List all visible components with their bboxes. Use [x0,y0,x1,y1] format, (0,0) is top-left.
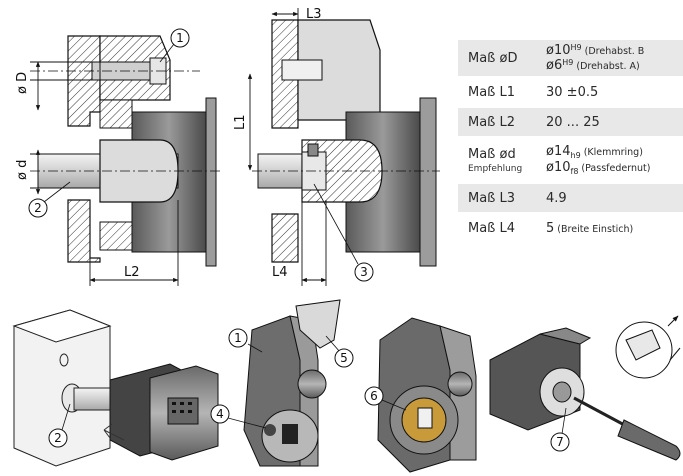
spec-value-main: 4.9 [546,190,567,206]
spec-row: Maß L3 4.9 [458,182,683,213]
spec-value-main: ø14 [546,144,571,159]
callout-5: 5 [325,335,354,368]
callout-1-bottom: 1 [228,328,263,353]
callout-4-label: 4 [216,407,224,421]
callout-3-top: 3 [313,183,374,282]
callout-7: 7 [550,407,570,452]
spec-key-label: Maß L3 [468,190,516,206]
dim-label-d-big: ø D [15,72,30,94]
spec-value-note: (Drehabst. B [581,46,645,57]
spec-key-label: Maß L4 [468,221,516,236]
dimension-lines [30,8,327,286]
spec-key: Maß L2 [458,106,542,137]
spec-row: Maß L1 30 ±0.5 [458,76,683,107]
spec-value-main: ø10 [546,43,571,58]
spec-value: 5 (Breite Einstich) [542,212,683,243]
spec-value-main: ø10 [546,160,571,175]
illustration-housing-bore [377,317,477,473]
spec-key-label: Maß L1 [468,84,516,100]
callout-3-label: 3 [360,265,368,279]
spec-tolerance: h9 [570,151,581,160]
spec-value-note: (Breite Einstich) [554,224,634,235]
spec-value: 30 ±0.5 [542,76,683,107]
spec-row: Maß L4 5 (Breite Einstich) [458,212,683,243]
spec-value: 4.9 [542,182,683,213]
spec-key: Maß L3 [458,182,542,213]
callout-2-label: 2 [34,201,42,215]
illustration-screwdriver [489,315,681,461]
spec-value-line: 20 ... 25 [546,115,679,130]
dim-label-l4: L4 [272,265,288,280]
spec-value: ø14h9 (Klemmring)ø10f8 (Passfedernut) [542,136,683,183]
spec-value-main: 30 ±0.5 [546,84,599,100]
callout-1-label: 1 [176,31,184,45]
illustration-clamp-ring [243,299,341,467]
spec-value-line: ø6H9 (Drehabst. A) [546,58,679,73]
callout-1-bottom-label: 1 [234,331,242,345]
callout-6: 6 [364,386,407,411]
dim-label-l3: L3 [306,7,322,22]
right-section-view [252,19,440,267]
callout-4: 4 [210,404,267,429]
callout-6-label: 6 [370,389,378,403]
dim-label-l1: L1 [233,114,248,130]
callout-7-label: 7 [556,435,564,449]
illustration-mounting-plate [12,309,219,467]
spec-key-note: Empfehlung [468,163,523,174]
spec-row: Maß L2 20 ... 25 [458,106,683,137]
spec-tolerance: H9 [570,43,582,52]
spec-key-label: Maß ød [468,146,516,162]
spec-value-line: ø10H9 (Drehabst. B [546,43,679,58]
callout-2-bottom-label: 2 [54,431,62,445]
spec-key: Maß L4 [458,212,542,243]
spec-value-line: ø14h9 (Klemmring) [546,144,679,160]
spec-value-line: 5 (Breite Einstich) [546,221,679,236]
callout-1-top: 1 [159,28,190,63]
spec-key: Maß L1 [458,76,542,107]
callout-2-top: 2 [28,181,71,218]
dim-label-l2: L2 [124,265,140,280]
callout-2-bottom: 2 [48,403,71,448]
spec-tolerance: H9 [562,58,574,67]
spec-key-label: Maß øD [468,50,518,66]
left-section-view [30,35,220,267]
spec-value-note: (Passfedernut) [578,163,651,174]
spec-key: Maß øD [458,38,542,77]
spec-key-label: Maß L2 [468,114,516,130]
spec-value: 20 ... 25 [542,106,683,137]
spec-value-main: 20 ... 25 [546,114,600,130]
spec-value-note: (Klemmring) [580,147,643,158]
spec-value-line: ø10f8 (Passfedernut) [546,160,679,176]
spec-value-line: 30 ±0.5 [546,85,679,100]
dim-label-d-small: ø d [15,160,30,180]
callout-5-label: 5 [340,351,348,365]
spec-tolerance: f8 [570,167,579,176]
spec-value-main: 5 [546,221,555,236]
spec-value-note: (Drehabst. A) [573,61,640,72]
spec-value-main: ø6 [546,58,563,73]
spec-value-line: 4.9 [546,191,679,206]
